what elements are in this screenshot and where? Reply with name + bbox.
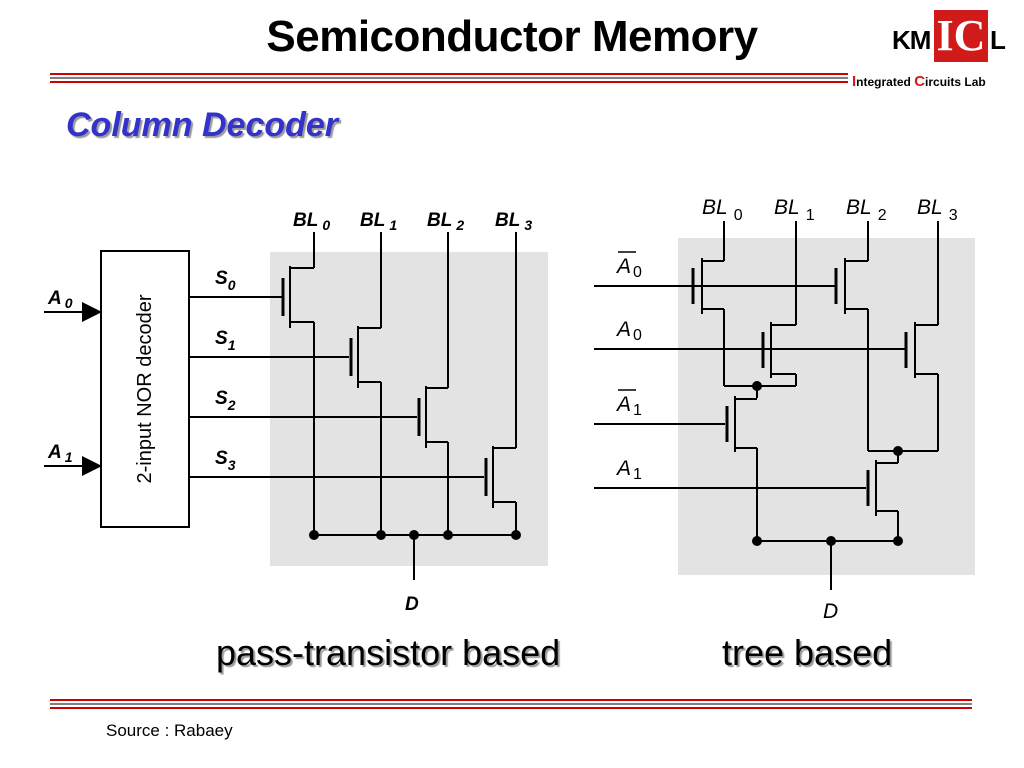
right-output-d-label: D [823, 600, 838, 623]
logo-lab-c: C [914, 73, 926, 90]
tree-transistor-bl2 [834, 221, 869, 451]
tree-transistor-bl0 [691, 221, 725, 386]
pass-transistor-0 [281, 232, 315, 535]
logo-ic-box: IC [934, 10, 988, 62]
select-s1-label: S1 [215, 328, 236, 353]
tree-transistor-a1bar [725, 396, 758, 541]
logo-l-text: L [990, 25, 1006, 55]
caption-tree-based: tree based [722, 632, 893, 673]
pass-transistor-circuit [44, 232, 548, 580]
logo-lab-part2: ircuits Lab [925, 75, 986, 89]
slide-subtitle: Column Decoder [66, 106, 339, 144]
left-output-d-label: D [405, 594, 419, 615]
footer-rules [50, 699, 972, 709]
left-junction-dots [309, 530, 521, 540]
select-s0-label: S0 [215, 268, 236, 293]
select-s2-label: S2 [215, 388, 236, 413]
decoder-label: 2-input NOR decoder [134, 294, 156, 483]
pass-transistor-2 [417, 232, 449, 535]
nor-decoder-box [100, 250, 190, 528]
header-rules [50, 73, 848, 83]
page-title: Semiconductor Memory [266, 12, 758, 61]
logo-lab-part1: ntegrated [856, 75, 915, 89]
left-shaded-region [270, 252, 548, 566]
right-shaded-region [678, 238, 975, 575]
logo-lab-i: I [852, 73, 857, 90]
source-note: Source : Rabaey [106, 721, 233, 740]
pass-transistor-3 [484, 232, 517, 535]
pass-transistor-1 [349, 232, 382, 535]
logo-lab-name: Integrated Circuits Lab [852, 73, 986, 90]
tree-transistor-bl1 [761, 221, 797, 386]
logo-km-text: KM [892, 25, 931, 55]
tree-decoder-circuit [594, 221, 975, 590]
right-junction-dots [752, 381, 903, 546]
tree-transistor-bl3 [904, 221, 939, 451]
select-s3-label: S3 [215, 448, 236, 473]
caption-pass-transistor: pass-transistor based [216, 632, 561, 673]
